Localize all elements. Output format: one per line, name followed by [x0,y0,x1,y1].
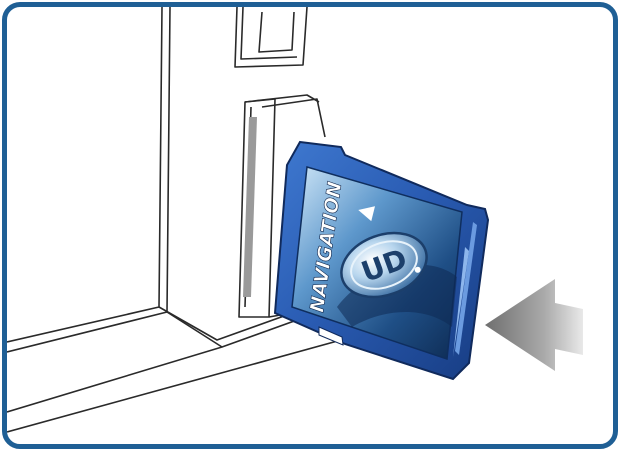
sd-card-insertion-diagram: UD ◀ NAVIGATION [7,7,613,444]
sd-card: UD ◀ NAVIGATION [275,142,488,379]
insert-arrow-icon [485,279,583,371]
slot-shadow [243,117,257,297]
